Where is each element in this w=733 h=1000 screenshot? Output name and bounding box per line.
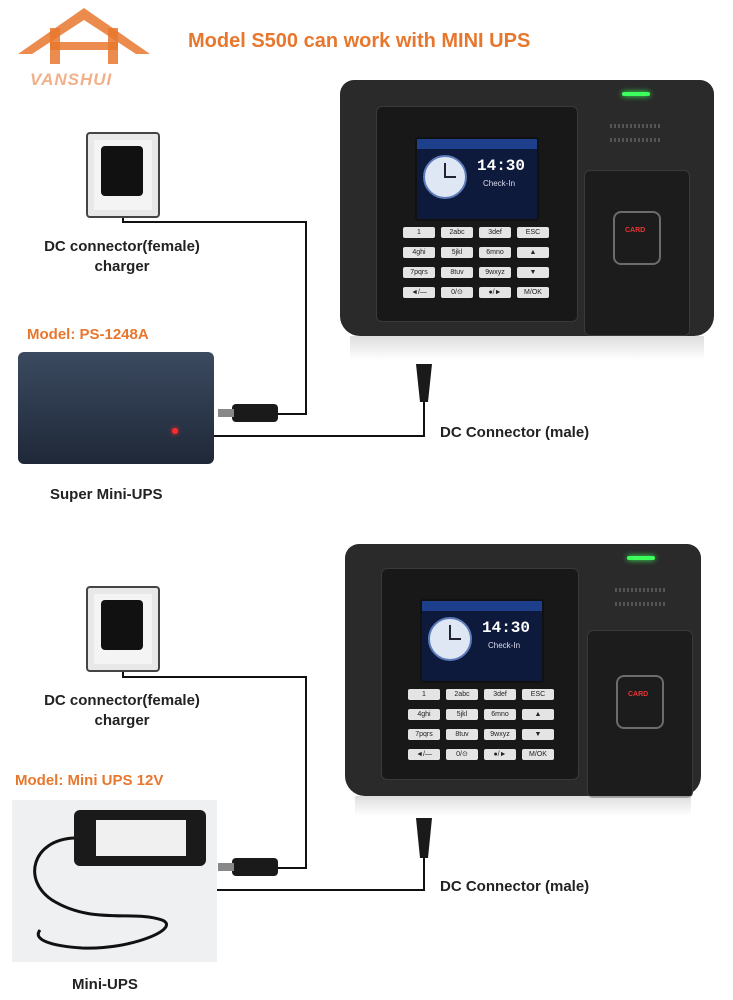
vanshui-logo bbox=[18, 8, 150, 64]
key[interactable]: ●/► bbox=[479, 287, 511, 298]
screen-status: Check-In bbox=[483, 179, 516, 188]
key[interactable]: ▼ bbox=[517, 267, 549, 278]
device-reflection bbox=[355, 796, 691, 816]
clock-icon bbox=[428, 617, 472, 661]
connector-label-top: DC Connector (male) bbox=[440, 424, 590, 441]
ups-name-top: Super Mini-UPS bbox=[50, 486, 163, 503]
mini-ups-body bbox=[74, 810, 206, 866]
key[interactable]: ◄/— bbox=[408, 749, 440, 760]
key[interactable]: M/OK bbox=[522, 749, 554, 760]
attendance-device-top: 14:30 Check-In 1 2abc 3def ESC 4ghi 5jkl… bbox=[340, 80, 714, 336]
ups-label-sticker bbox=[96, 820, 186, 856]
key[interactable]: 1 bbox=[408, 689, 440, 700]
key[interactable]: ESC bbox=[522, 689, 554, 700]
key[interactable]: 8tuv bbox=[441, 267, 473, 278]
key[interactable]: 6mno bbox=[479, 247, 511, 258]
speaker-grill bbox=[610, 124, 660, 128]
key[interactable]: 2abc bbox=[441, 227, 473, 238]
ups-model-bottom: Model: Mini UPS 12V bbox=[15, 772, 164, 789]
card-reader: CARD bbox=[584, 170, 690, 336]
card-icon: CARD bbox=[616, 675, 664, 729]
key[interactable]: ▲ bbox=[517, 247, 549, 258]
clock-icon bbox=[423, 155, 467, 199]
charger-plug bbox=[101, 600, 143, 650]
key[interactable]: ▲ bbox=[522, 709, 554, 720]
device-screen: 14:30 Check-In bbox=[420, 599, 544, 683]
key[interactable]: 7pqrs bbox=[403, 267, 435, 278]
key[interactable]: 8tuv bbox=[446, 729, 478, 740]
card-icon: CARD bbox=[613, 211, 661, 265]
key[interactable]: M/OK bbox=[517, 287, 549, 298]
charger-plug bbox=[101, 146, 143, 196]
screen-time: 14:30 bbox=[482, 619, 531, 637]
key[interactable]: 2abc bbox=[446, 689, 478, 700]
super-mini-ups bbox=[18, 352, 214, 464]
page-title: Model S500 can work with MINI UPS bbox=[188, 30, 531, 52]
speaker-grill bbox=[615, 588, 665, 592]
attendance-device-bottom: 14:30 Check-In 1 2abc 3def ESC 4ghi 5jkl… bbox=[345, 544, 701, 798]
key[interactable]: ESC bbox=[517, 227, 549, 238]
key[interactable]: 9wxyz bbox=[484, 729, 516, 740]
wall-outlet-bottom bbox=[86, 586, 160, 672]
screen-status: Check-In bbox=[488, 641, 521, 650]
key[interactable]: 0/⊙ bbox=[446, 749, 478, 760]
wall-outlet-top bbox=[86, 132, 160, 218]
device-screen: 14:30 Check-In bbox=[415, 137, 539, 221]
mini-ups-photo bbox=[12, 800, 217, 962]
brand-text: VANSHUI bbox=[30, 70, 113, 89]
ups-name-bottom: Mini-UPS bbox=[72, 976, 138, 993]
front-panel: 14:30 Check-In 1 2abc 3def ESC 4ghi 5jkl… bbox=[381, 568, 579, 780]
ups-model-top: Model: PS-1248A bbox=[27, 326, 149, 343]
key[interactable]: 4ghi bbox=[403, 247, 435, 258]
key[interactable]: 7pqrs bbox=[408, 729, 440, 740]
speaker-grill bbox=[610, 138, 660, 142]
key[interactable]: 4ghi bbox=[408, 709, 440, 720]
key[interactable]: 3def bbox=[484, 689, 516, 700]
connector-label-bottom: DC Connector (male) bbox=[440, 878, 590, 895]
key[interactable]: ●/► bbox=[484, 749, 516, 760]
status-led bbox=[627, 556, 655, 560]
key[interactable]: 1 bbox=[403, 227, 435, 238]
key[interactable]: 5jkl bbox=[441, 247, 473, 258]
key[interactable]: ▼ bbox=[522, 729, 554, 740]
power-led bbox=[172, 428, 178, 434]
speaker-grill bbox=[615, 602, 665, 606]
device-reflection bbox=[350, 336, 704, 360]
charger-label-bottom: DC connector(female) charger bbox=[44, 692, 200, 729]
ups-cable bbox=[33, 836, 168, 950]
key[interactable]: 9wxyz bbox=[479, 267, 511, 278]
key[interactable]: 0/⊙ bbox=[441, 287, 473, 298]
card-reader: CARD bbox=[587, 630, 693, 798]
key[interactable]: 5jkl bbox=[446, 709, 478, 720]
screen-time: 14:30 bbox=[477, 157, 526, 175]
key[interactable]: 3def bbox=[479, 227, 511, 238]
status-led bbox=[622, 92, 650, 96]
front-panel: 14:30 Check-In 1 2abc 3def ESC 4ghi 5jkl… bbox=[376, 106, 578, 322]
key[interactable]: ◄/— bbox=[403, 287, 435, 298]
charger-label-top: DC connector(female) charger bbox=[44, 238, 200, 275]
key[interactable]: 6mno bbox=[484, 709, 516, 720]
